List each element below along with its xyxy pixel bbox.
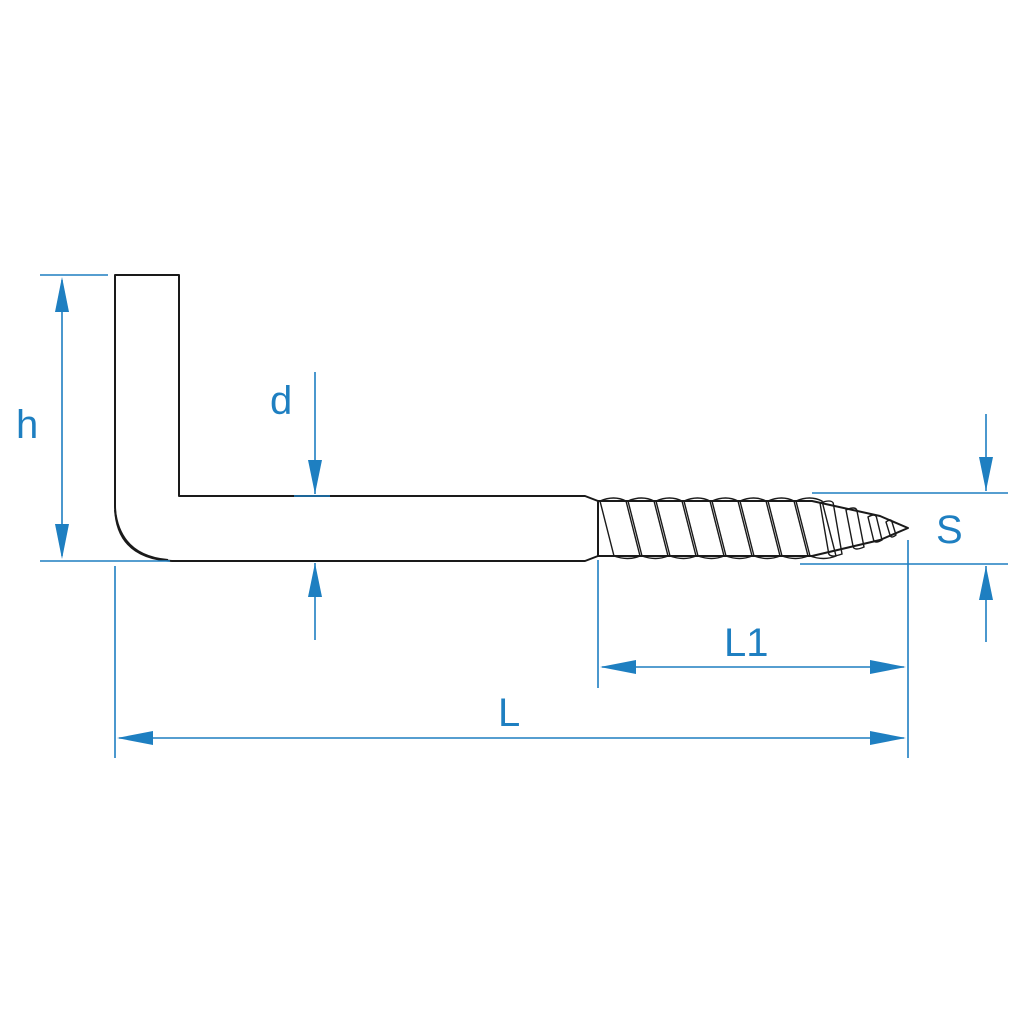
hook-outline [114,274,599,562]
hook-body [114,274,599,562]
h-arrow-bottom [55,524,69,559]
d-arrow-bottom [308,563,322,597]
thread-ridge [711,497,753,560]
s-arrow-bottom [979,566,993,600]
thread-tip-ridge [819,500,843,557]
thread-ridge [683,497,725,560]
dimension-d: d [270,372,330,640]
l1-arrow-right [870,660,906,674]
s-arrow-top [979,457,993,491]
thread-tip-ridge [867,514,883,543]
thread-ridges [599,497,897,560]
h-arrow-top [55,277,69,312]
l1-arrow-left [600,660,636,674]
d-label: d [270,379,292,423]
l-arrow-left [117,731,153,745]
l-arrow-right [870,731,906,745]
thread-ridge [655,497,697,560]
thread-ridge [627,497,669,560]
thread-tip-ridge [845,507,865,550]
dimension-s: S [800,414,1008,642]
dimension-l: L [114,566,906,758]
hook-bend-line [114,509,169,561]
h-label: h [16,403,38,447]
l1-label: L1 [724,621,769,665]
dimension-h: h [16,274,170,562]
thread-ridge [795,497,837,560]
thread-ridge [599,497,641,560]
thread-tip-ridge [885,519,897,538]
l-label: L [498,691,520,735]
s-label: S [936,508,963,552]
thread-ridge [739,497,781,560]
d-arrow-top [308,460,322,494]
dimension-l1: L1 [597,540,909,758]
thread-ridge [767,497,809,560]
screw-thread [598,497,909,560]
